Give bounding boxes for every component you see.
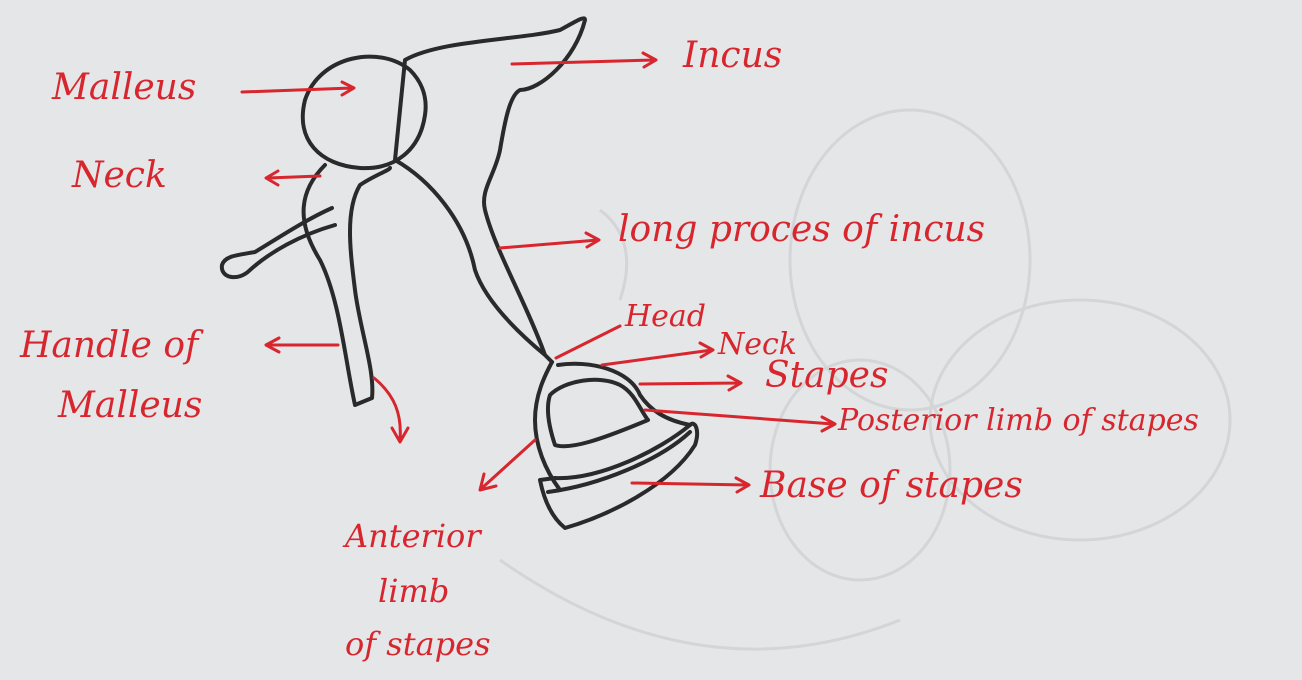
label-anterior-line1: Anterior (345, 520, 481, 552)
arrow-stapes (640, 376, 741, 390)
arrow-malleus (242, 82, 354, 95)
label-base: Base of stapes (760, 468, 1023, 504)
arrow-handle-down (374, 378, 408, 442)
label-head: Head (625, 302, 706, 332)
malleus-lateral-process (222, 208, 335, 277)
arrow-neck-stapes (602, 343, 713, 365)
label-neck-malleus: Neck (72, 158, 167, 194)
stapes-inner-arch (548, 380, 648, 446)
label-malleus: Malleus (52, 70, 196, 106)
arrow-handle (266, 338, 338, 352)
label-anterior-line3: of stapes (345, 628, 490, 660)
arrow-long-process (500, 233, 599, 248)
label-anterior-line2: limb (378, 575, 449, 607)
incus-shape (395, 18, 585, 362)
label-long-process: long proces of incus (618, 212, 985, 248)
arrow-anterior (480, 440, 535, 490)
arrow-incus (512, 53, 656, 67)
malleus-handle-shape (304, 165, 390, 405)
label-stapes: Stapes (765, 358, 888, 394)
stapes-footplate (540, 424, 697, 528)
label-handle-line1: Handle of (20, 328, 198, 364)
label-posterior-limb: Posterior limb of stapes (838, 406, 1199, 436)
label-arrows (242, 53, 835, 492)
malleus-head-shape (303, 57, 426, 169)
label-handle-line2: Malleus (58, 388, 202, 424)
label-incus: Incus (683, 38, 782, 74)
arrow-head (556, 326, 620, 358)
